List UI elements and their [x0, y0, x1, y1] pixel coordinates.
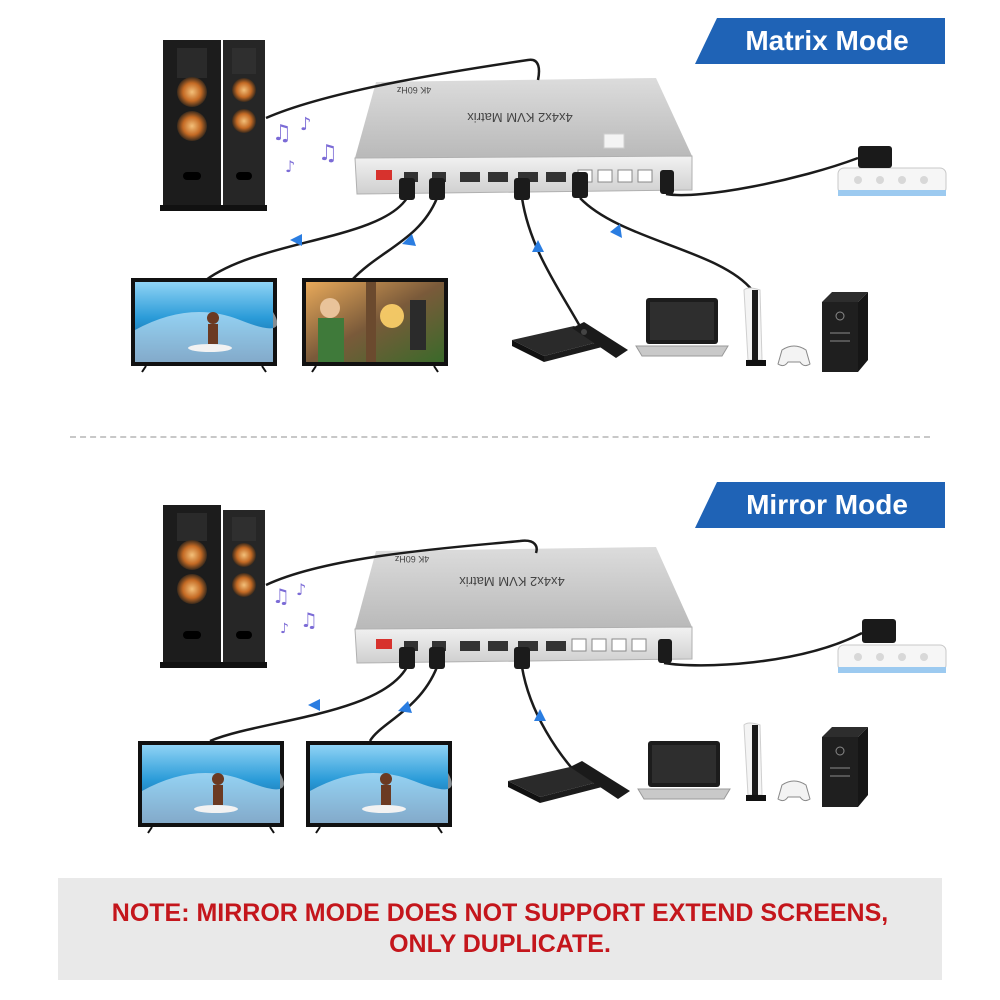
hdmi-plug [514, 647, 530, 669]
mirror-mode-section: ♫ ♪ ♫ ♪ [0, 455, 1000, 875]
desktop-tower-icon [822, 727, 868, 807]
power-strip-icon [837, 619, 947, 673]
speaker-icon [160, 40, 224, 211]
remote-icon [572, 322, 628, 358]
music-note-icon: ♫ ♪ ♫ ♪ [272, 580, 318, 637]
svg-text:♪: ♪ [300, 114, 312, 135]
power-plug [658, 639, 672, 663]
svg-text:♫: ♫ [272, 584, 290, 608]
hdmi-plug [429, 647, 445, 669]
mirror-mode-diagram: ♫ ♪ ♫ ♪ [138, 505, 947, 834]
speaker-icon [221, 40, 267, 211]
svg-text:♪: ♪ [296, 580, 306, 599]
section-divider [70, 436, 930, 438]
note-text: NOTE: MIRROR MODE DOES NOT SUPPORT EXTEN… [70, 898, 930, 960]
power-strip-icon [837, 146, 947, 196]
device-badge-label: 4K 60Hz [396, 85, 431, 95]
hdmi-plug [399, 647, 415, 669]
device-name-label: 4x4x2 KVM Matrix [467, 110, 573, 125]
svg-text:♫: ♫ [272, 121, 292, 146]
cable-arrow-group [308, 699, 546, 721]
speaker-icon [160, 505, 224, 668]
power-plug [660, 170, 674, 194]
note-line-2: ONLY DUPLICATE. [389, 930, 611, 958]
note-line-1: NOTE: MIRROR MODE DOES NOT SUPPORT EXTEN… [111, 899, 889, 927]
svg-text:♫: ♫ [300, 608, 318, 632]
gamepad-icon [777, 780, 811, 802]
tv-icon [306, 741, 452, 834]
usb-plug [572, 172, 588, 198]
device-badge-label: 4K 60Hz [394, 554, 429, 564]
cable-group [205, 58, 859, 331]
laptop-icon [635, 298, 729, 357]
cable-arrow-group [290, 224, 622, 252]
hdmi-plug [399, 178, 415, 200]
tv-icon [138, 741, 284, 834]
tv-icon [131, 278, 278, 373]
svg-text:♪: ♪ [285, 157, 295, 176]
game-console-icon [743, 287, 766, 366]
device-name-label: 4x4x2 KVM Matrix [459, 574, 565, 589]
laptop-icon [637, 741, 731, 800]
hdmi-plug [429, 178, 445, 200]
desktop-tower-icon [822, 292, 868, 372]
cable-group [209, 539, 863, 774]
mirror-mode-banner: Mirror Mode [695, 482, 945, 528]
matrix-mode-banner: Matrix Mode [695, 18, 945, 64]
hdmi-plug [514, 178, 530, 200]
streaming-box-icon [508, 767, 602, 803]
note-box: NOTE: MIRROR MODE DOES NOT SUPPORT EXTEN… [58, 878, 942, 980]
matrix-mode-diagram: ♫ ♪ ♫ ♪ [131, 40, 947, 373]
game-console-icon [743, 722, 766, 801]
svg-text:♫: ♫ [318, 141, 338, 166]
remote-icon [570, 761, 630, 799]
matrix-mode-section: ♫ ♪ ♫ ♪ [0, 0, 1000, 420]
svg-text:♪: ♪ [280, 621, 289, 637]
music-note-icon: ♫ ♪ ♫ ♪ [272, 114, 338, 176]
tv-icon [302, 278, 448, 373]
speaker-icon [221, 510, 267, 668]
gamepad-icon [777, 345, 811, 367]
